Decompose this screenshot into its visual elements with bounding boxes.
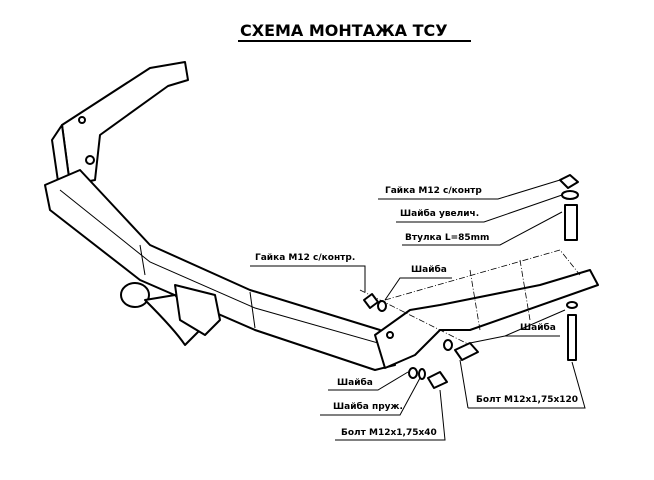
diagram-title: СХЕМА МОНТАЖА ТСУ [240, 21, 448, 40]
bolt-short [427, 371, 448, 389]
washer-left [408, 367, 418, 379]
washer-large [561, 190, 579, 200]
leaders [250, 179, 586, 441]
label-bolt-short: Болт М12х1,75х40 [341, 428, 437, 438]
label-washer-left: Шайба [337, 377, 373, 388]
bolt-long [567, 314, 577, 361]
spring-washer [418, 368, 426, 380]
label-washer-large: Шайба увелич. [400, 208, 479, 219]
washer-top [377, 300, 387, 312]
label-washer-right: Шайба [520, 322, 556, 333]
bolt-mid [454, 342, 479, 361]
label-washer-top: Шайба [411, 264, 447, 275]
right-bracket [359, 249, 599, 369]
nut-right [559, 174, 579, 189]
washer-mid [443, 339, 453, 351]
washer-right [566, 301, 578, 309]
label-bolt-long: Болт М12х1,75х120 [476, 395, 578, 405]
label-spring-washer: Шайба пруж. [333, 401, 403, 412]
crossbeam [44, 169, 396, 371]
label-nut-right: Гайка М12 с/контр [385, 186, 482, 196]
fasteners [363, 174, 579, 389]
label-sleeve: Втулка L=85mm [405, 233, 489, 243]
tow-ball [120, 282, 221, 346]
nut-left [363, 293, 379, 309]
sleeve [564, 204, 578, 241]
label-nut-left: Гайка М12 с/контр. [255, 253, 355, 263]
